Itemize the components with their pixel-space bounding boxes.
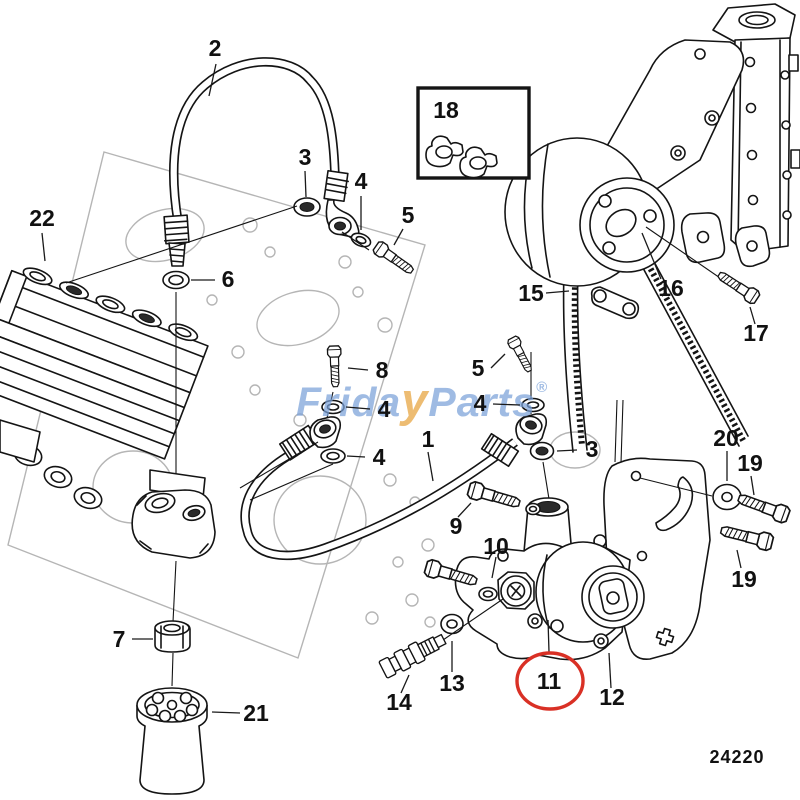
highlight-circle-part-11 — [515, 651, 585, 711]
callout-9[interactable]: 9 — [450, 513, 463, 539]
hose1-right-banjo — [515, 413, 548, 446]
hose1-left-banjo — [309, 416, 342, 449]
callout-2[interactable]: 2 — [209, 35, 222, 61]
callout-4-top[interactable]: 4 — [355, 168, 368, 194]
washer-near-bolt10 — [478, 586, 498, 602]
callout-3-right[interactable]: 3 — [586, 436, 599, 462]
callout-14[interactable]: 14 — [386, 689, 412, 715]
callout-6[interactable]: 6 — [222, 266, 235, 292]
washer-part4-mid — [321, 399, 345, 415]
bolt19-axis-line — [639, 477, 713, 497]
hose-clamp-icon — [425, 135, 464, 168]
hose1-right-knurl — [480, 432, 520, 468]
oil-filter-assembly — [131, 292, 216, 795]
hose2-right-fitting — [323, 169, 360, 238]
nut-part3-right — [529, 441, 555, 461]
ring-part13 — [440, 613, 464, 635]
callout-12[interactable]: 12 — [599, 684, 625, 710]
callout-5-right[interactable]: 5 — [472, 355, 485, 381]
washer-part20 — [712, 483, 742, 511]
drawing-number: 24220 — [709, 747, 764, 767]
belt-clamp — [590, 286, 640, 320]
inset-box-18 — [416, 86, 531, 180]
callout-19-top[interactable]: 19 — [737, 450, 763, 476]
callout-17[interactable]: 17 — [743, 320, 769, 346]
callout-labels: 2 3 4 5 18 22 6 8 4 5 4 1 4 3 9 10 15 16… — [29, 35, 769, 726]
callout-16[interactable]: 16 — [658, 275, 684, 301]
callout-4-right[interactable]: 4 — [474, 390, 487, 416]
pulley-part16 — [504, 137, 675, 287]
nut-part3-top — [293, 197, 321, 217]
callout-7[interactable]: 7 — [113, 626, 126, 652]
callout-18[interactable]: 18 — [433, 97, 459, 123]
heat-exchanger-part22 — [0, 267, 209, 510]
callout-20[interactable]: 20 — [713, 425, 739, 451]
watermark: FridayParts® — [296, 373, 548, 426]
callout-4-mid[interactable]: 4 — [378, 396, 391, 422]
fuel-pump-part11 — [454, 497, 645, 661]
callout-21[interactable]: 21 — [243, 700, 269, 726]
hose-clamp-icon — [459, 146, 498, 179]
leader-lines — [41, 63, 756, 714]
washer-part4-top — [350, 232, 372, 248]
callout-5-top[interactable]: 5 — [402, 202, 415, 228]
ring-near-bolt9 — [525, 502, 541, 516]
callout-10[interactable]: 10 — [483, 533, 509, 559]
pulley-arm — [597, 39, 745, 195]
heat-exchanger-lower-bosses — [0, 419, 103, 510]
callout-15[interactable]: 15 — [518, 280, 544, 306]
callout-4-low[interactable]: 4 — [373, 444, 386, 470]
washer-part4-low — [320, 448, 346, 464]
engine-frame — [680, 3, 800, 268]
callout-3-top[interactable]: 3 — [299, 144, 312, 170]
hose-part2 — [65, 57, 417, 290]
callout-22[interactable]: 22 — [29, 205, 55, 231]
nut-part7 — [154, 620, 191, 653]
callout-8[interactable]: 8 — [376, 357, 389, 383]
washer-part4-right — [521, 397, 545, 413]
callout-11-highlighted[interactable]: 11 — [537, 668, 562, 694]
fitting14-axis-line — [442, 598, 504, 641]
fitting-part14 — [378, 633, 447, 679]
oil-filter-part21 — [136, 687, 208, 795]
hose2-left-fitting — [163, 214, 190, 267]
callout-19-bottom[interactable]: 19 — [731, 566, 757, 592]
hose-part1 — [239, 334, 555, 561]
callout-1[interactable]: 1 — [422, 426, 435, 452]
callout-13[interactable]: 13 — [439, 670, 465, 696]
ring-part6 — [162, 270, 190, 290]
